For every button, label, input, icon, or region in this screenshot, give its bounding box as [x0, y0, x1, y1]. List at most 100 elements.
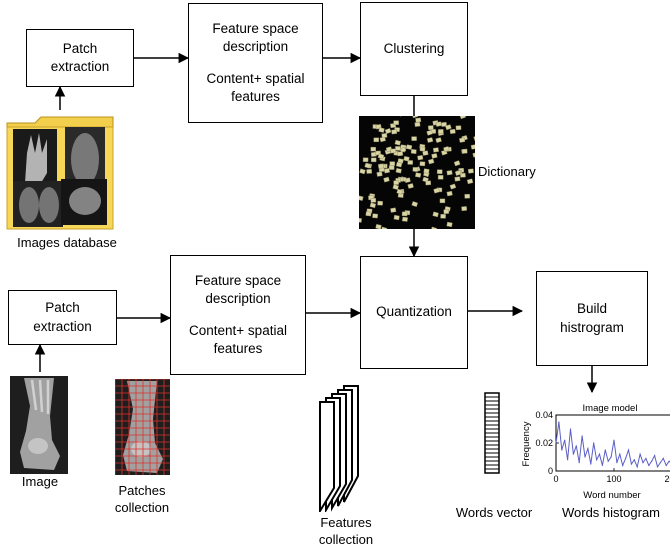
- dictionary-patch: [382, 133, 387, 138]
- dictionary-patch: [455, 177, 461, 182]
- dictionary-patch: [437, 170, 442, 174]
- dictionary-patch: [441, 214, 446, 218]
- chart-title: Image model: [583, 403, 638, 414]
- dictionary-patch: [450, 129, 455, 134]
- histogram-point: [657, 466, 658, 467]
- dictionary-label: Dictionary: [478, 164, 544, 181]
- histogram-point: [642, 462, 643, 463]
- y-axis-label: Frequency: [521, 421, 532, 466]
- quantization-label: Quantization: [376, 303, 452, 321]
- feature-bottom-line3: Content+ spatial: [189, 322, 287, 340]
- dictionary-image: [359, 116, 475, 229]
- patches-collection-label: Patches collection: [100, 483, 184, 517]
- dictionary-patch: [428, 125, 433, 129]
- histogram-point: [651, 461, 652, 462]
- dictionary-patch: [417, 155, 423, 160]
- dictionary-patch: [363, 158, 368, 162]
- dictionary-patch: [440, 199, 445, 203]
- patch-extraction-box-top: Patch extraction: [26, 29, 134, 87]
- plot-frame: [556, 415, 670, 471]
- dictionary-patch: [447, 170, 453, 175]
- histogram-point: [564, 440, 565, 441]
- dictionary-patch: [459, 138, 465, 143]
- histogram-point: [663, 458, 664, 459]
- histogram-point: [648, 465, 649, 466]
- histogram-point: [605, 449, 606, 450]
- dictionary-patch: [423, 151, 429, 156]
- dictionary-patch: [384, 168, 390, 173]
- dictionary-patch: [447, 222, 453, 227]
- histogram-point: [573, 454, 574, 455]
- dictionary-patch: [378, 164, 383, 168]
- dictionary-patch: [367, 169, 372, 173]
- image-label: Image: [8, 474, 72, 491]
- dictionary-patch: [447, 191, 453, 196]
- dictionary-patch: [402, 217, 407, 222]
- feature-space-box-bottom: Feature space description Content+ spati…: [170, 255, 306, 375]
- features-label-line1: Features: [298, 515, 394, 532]
- histogram-point: [596, 459, 597, 460]
- dictionary-patch: [438, 129, 443, 133]
- feature-bottom-line1: Feature space: [195, 272, 281, 290]
- images-database-folder: [5, 113, 117, 231]
- histogram-point: [660, 462, 661, 463]
- dictionary-patch: [377, 172, 383, 177]
- dictionary-patch: [371, 198, 376, 202]
- histogram-point: [582, 435, 583, 436]
- dictionary-patch: [389, 166, 394, 170]
- dictionary-patch: [406, 145, 412, 150]
- patches-label-line1: Patches: [100, 483, 184, 500]
- patch-box-top-line1: Patch: [63, 40, 98, 58]
- dictionary-patch: [374, 138, 379, 142]
- histogram-point: [640, 454, 641, 455]
- build-hist-line1: Build: [577, 300, 607, 318]
- histogram-point: [611, 456, 612, 457]
- patch-box-bottom-line1: Patch: [45, 299, 80, 317]
- clustering-box: Clustering: [360, 2, 468, 96]
- feature-top-line2: description: [223, 38, 288, 56]
- histogram-point: [631, 463, 632, 464]
- dictionary-patch: [424, 169, 430, 174]
- dictionary-patch: [444, 210, 449, 214]
- histogram-point: [666, 465, 667, 466]
- x-tick-label: 100: [606, 474, 621, 484]
- dictionary-patch: [411, 149, 416, 153]
- dictionary-patch: [462, 149, 467, 153]
- histogram-point: [613, 440, 614, 441]
- x-axis-label: Word number: [583, 490, 640, 501]
- histogram-point: [602, 465, 603, 466]
- dictionary-patch: [394, 215, 400, 220]
- dictionary-patch: [412, 137, 417, 141]
- dictionary-patch: [415, 173, 421, 178]
- features-label-line2: collection: [298, 532, 394, 549]
- dictionary-patch: [461, 206, 466, 210]
- x-tick-label: 200: [664, 474, 670, 484]
- dictionary-patch: [420, 162, 425, 166]
- words-histogram-label: Words histogram: [556, 505, 666, 522]
- dictionary-patch: [376, 224, 382, 229]
- patch-extraction-box-bottom: Patch extraction: [8, 290, 117, 345]
- patch-box-top-line2: extraction: [51, 58, 110, 76]
- feature-top-line1: Feature space: [212, 20, 298, 38]
- dictionary-patch: [372, 214, 377, 218]
- dictionary-patch: [436, 122, 442, 127]
- histogram-point: [634, 459, 635, 460]
- histogram-point: [590, 463, 591, 464]
- quantization-box: Quantization: [360, 256, 468, 369]
- histogram-point: [625, 458, 626, 459]
- histogram-point: [645, 458, 646, 459]
- dictionary-patch: [396, 168, 402, 173]
- histogram-point: [616, 462, 617, 463]
- histogram-point: [608, 461, 609, 462]
- histogram-point: [567, 459, 568, 460]
- dictionary-patch: [390, 162, 395, 166]
- dictionary-patch: [378, 201, 383, 205]
- feature-top-line4: features: [231, 88, 280, 106]
- y-tick-label: 0.02: [535, 438, 553, 448]
- dictionary-patch: [402, 212, 407, 216]
- foot-xray-image: [10, 376, 68, 474]
- dictionary-patch: [404, 156, 410, 161]
- dictionary-patch: [391, 149, 396, 153]
- words-vector-label: Words vector: [446, 505, 542, 522]
- patch-box-bottom-line2: extraction: [33, 318, 92, 336]
